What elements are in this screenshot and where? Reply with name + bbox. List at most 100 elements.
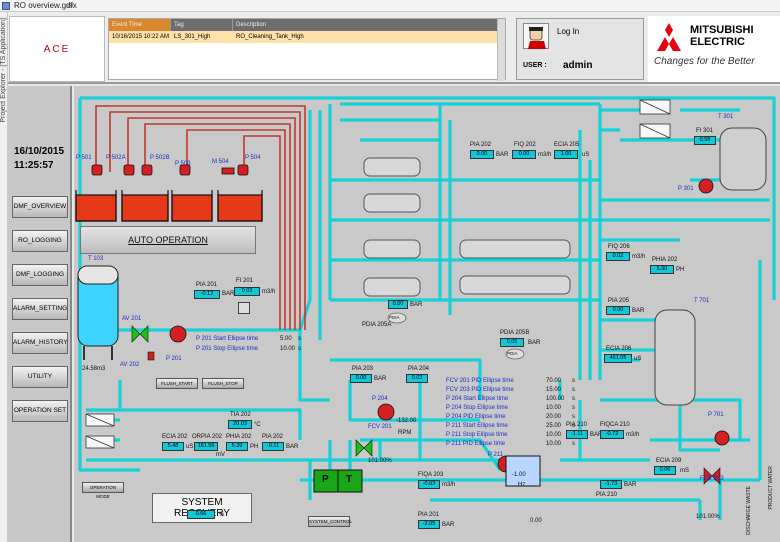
ellipse-unit: s (298, 336, 301, 342)
nav-dmf-overview[interactable]: DMF_OVERVIEW (12, 196, 68, 218)
window-titlebar: RO overview.gdfx ⊗ (0, 0, 780, 12)
fiq202-value: 0.00 (512, 150, 536, 159)
ecia202-label: ECIA 202 (162, 434, 188, 440)
pdia205b-unit: BAR (528, 340, 541, 346)
pia203-unit: BAR (374, 376, 387, 382)
product-water-label: PRODUCT WATER (768, 466, 774, 510)
pia210-unit: BAR (590, 432, 603, 438)
nav-ro-logging[interactable]: RO_LOGGING (12, 230, 68, 252)
pump-label: P 502B (150, 155, 170, 161)
user-label: USER : (523, 62, 547, 69)
fi201-label: FI 201 (236, 278, 254, 284)
alarm-description: RO_Cleaning_Tank_High (236, 34, 304, 40)
nav-utility[interactable]: UTILITY (12, 366, 68, 388)
p204-unit: RPM (398, 430, 412, 436)
pdia205a-unit: BAR (410, 302, 423, 308)
pdia205b-gauge: PDIA (507, 351, 518, 356)
fiq202-label: FIQ 202 (514, 142, 536, 148)
project-explorer-strip[interactable]: Project Explorer - [TS Application] (0, 12, 8, 542)
document-icon (2, 2, 10, 10)
valve-label: AV 201 (122, 316, 142, 322)
nav-dmf-logging[interactable]: DMF_LOGGING (12, 264, 68, 286)
fcv203-value: 101.00% (696, 514, 720, 520)
login-button[interactable]: Log In (557, 27, 580, 36)
fcv201-label: FCV 201 (368, 424, 392, 430)
flush-start-button[interactable]: FLUSH_START (156, 378, 198, 389)
p211-unit: Hz (518, 482, 526, 488)
pia205-unit: BAR (632, 308, 645, 314)
phia202-value: 5.90 (650, 265, 674, 274)
pia201-value: -0.12 (194, 290, 220, 299)
pia203-value: 0.00 (350, 374, 372, 383)
orpia202-value: 181.56 (194, 442, 218, 451)
ecia202-unit: uS (186, 444, 194, 450)
valve-label: AV 202 (120, 362, 140, 368)
ellipse-text: P 201 Start Ellipse time (196, 336, 259, 342)
operation-mode-button[interactable]: OPERATION MODE (82, 482, 124, 499)
tank-label: T 301 (718, 114, 734, 120)
nav-alarm-setting[interactable]: ALARM_SETTING (12, 298, 68, 320)
ellipse-unit: s (298, 346, 301, 352)
pia204-label: PIA 204 (408, 366, 430, 372)
p-box-label: P (322, 474, 329, 485)
pia202-value: 0.00 (470, 150, 494, 159)
ecia202-value: 5.48 (162, 442, 184, 451)
pia210b-unit: BAR (624, 482, 637, 488)
pdia205b-label: PDIA 205B (500, 330, 530, 336)
orpia202-unit: mV (216, 452, 225, 458)
pia210-label: PIA 210 (566, 422, 588, 428)
ecia209-value: 0.06 (654, 466, 676, 475)
fiqa203-unit: m3/h (442, 482, 456, 488)
p204-label: P 204 (372, 396, 388, 402)
phia202b-value: 5.39 (226, 442, 248, 451)
fiq206-label: FIQ 206 (608, 244, 630, 250)
brand-logo: MITSUBISHI ELECTRIC Changes for the Bett… (648, 16, 780, 82)
pump-label: P 502A (106, 155, 126, 161)
ellipse-text: P 201 Stop Ellipse time (196, 346, 258, 352)
pia203-label: PIA 203 (352, 366, 374, 372)
fiq206-value: 0.02 (606, 252, 630, 261)
col-tag[interactable]: Tag (171, 19, 233, 31)
pdia205a-label: PDIA 205A (362, 322, 392, 328)
col-event-time[interactable]: Event Time (109, 19, 171, 31)
phia202-unit: PH (676, 267, 685, 273)
system-control-button[interactable]: SYSTEM_CONTROL (308, 516, 352, 527)
nav-alarm-history[interactable]: ALARM_HISTORY (12, 332, 68, 354)
company-name: ACE (9, 16, 105, 82)
ecia209-unit: mS (680, 468, 689, 474)
user-avatar-icon[interactable] (523, 23, 549, 49)
fi201-indicator (238, 302, 250, 314)
p211-value: -1.00 (512, 472, 526, 478)
ellipse-value: 10.00 (280, 346, 296, 352)
close-tab-icon[interactable]: ⊗ (67, 1, 74, 10)
ecia205-unit: uS (582, 152, 590, 158)
brand-tagline: Changes for the Better (654, 56, 755, 67)
pia202b-label: PIA 202 (262, 434, 284, 440)
pdia205a-value: 0.00 (388, 300, 408, 309)
nav-operation-set[interactable]: OPERATION SET (12, 400, 68, 422)
alarm-scrollbar[interactable] (497, 19, 505, 81)
pia202-label: PIA 202 (470, 142, 492, 148)
tank-label: T 701 (694, 298, 710, 304)
auto-operation-button[interactable]: AUTO OPERATION (80, 226, 256, 254)
phia202b-unit: PH (250, 444, 259, 450)
pump-label: P 301 (678, 186, 694, 192)
alarm-table[interactable]: Event Time Tag Description 10/16/2015 10… (108, 18, 506, 81)
pia201-label: PIA 201 (196, 282, 218, 288)
table-row[interactable]: 10/16/2015 10:22 AM LS_301_High RO_Clean… (109, 31, 505, 43)
system-recovery-panel: SYSTEM RECOVERY 0.66 % (152, 493, 252, 523)
fi201-value: 0.03 (234, 287, 260, 296)
pia202-unit: BAR (496, 152, 509, 158)
tank-label: T 103 (88, 256, 104, 262)
flush-stop-button[interactable]: FLUSH_STOP (202, 378, 244, 389)
